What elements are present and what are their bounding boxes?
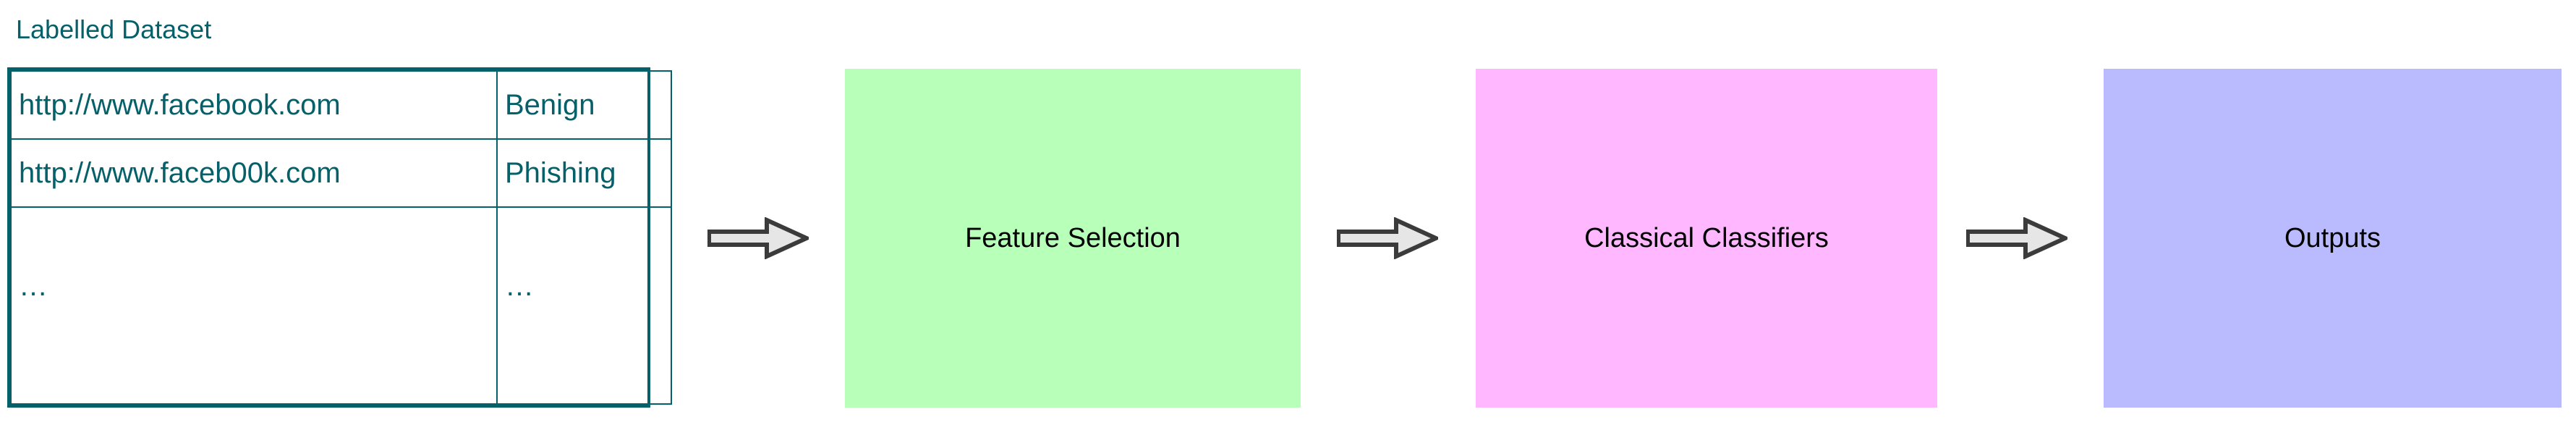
dataset-cell-url-ellipsis: …: [10, 206, 498, 405]
table-row: http://www.facebook.com Benign: [10, 70, 672, 140]
stage-label-feature-selection: Feature Selection: [965, 223, 1181, 253]
arrow-right-icon: [1966, 217, 2067, 259]
dataset-cell-label: Phishing: [496, 138, 672, 208]
arrow-right-icon: [1337, 217, 1438, 259]
stage-box-outputs: Outputs: [2104, 69, 2562, 408]
dataset-cell-label-ellipsis: …: [496, 206, 672, 405]
dataset-cell-label: Benign: [496, 70, 672, 140]
stage-label-outputs: Outputs: [2284, 223, 2381, 253]
dataset-title: Labelled Dataset: [16, 14, 212, 44]
dataset-cell-url: http://www.facebook.com: [10, 70, 498, 140]
table-row: http://www.faceb00k.com Phishing: [10, 138, 672, 208]
stage-label-classical-classifiers: Classical Classifiers: [1584, 223, 1829, 253]
dataset-table-grid: http://www.facebook.com Benign http://ww…: [10, 70, 672, 405]
dataset-table: http://www.facebook.com Benign http://ww…: [7, 67, 672, 408]
table-row: … …: [10, 206, 672, 405]
labelled-dataset-block: Labelled Dataset http://www.facebook.com…: [7, 0, 672, 413]
dataset-cell-url: http://www.faceb00k.com: [10, 138, 498, 208]
stage-box-classical-classifiers: Classical Classifiers: [1476, 69, 1937, 408]
stage-box-feature-selection: Feature Selection: [845, 69, 1301, 408]
arrow-right-icon: [707, 217, 809, 259]
